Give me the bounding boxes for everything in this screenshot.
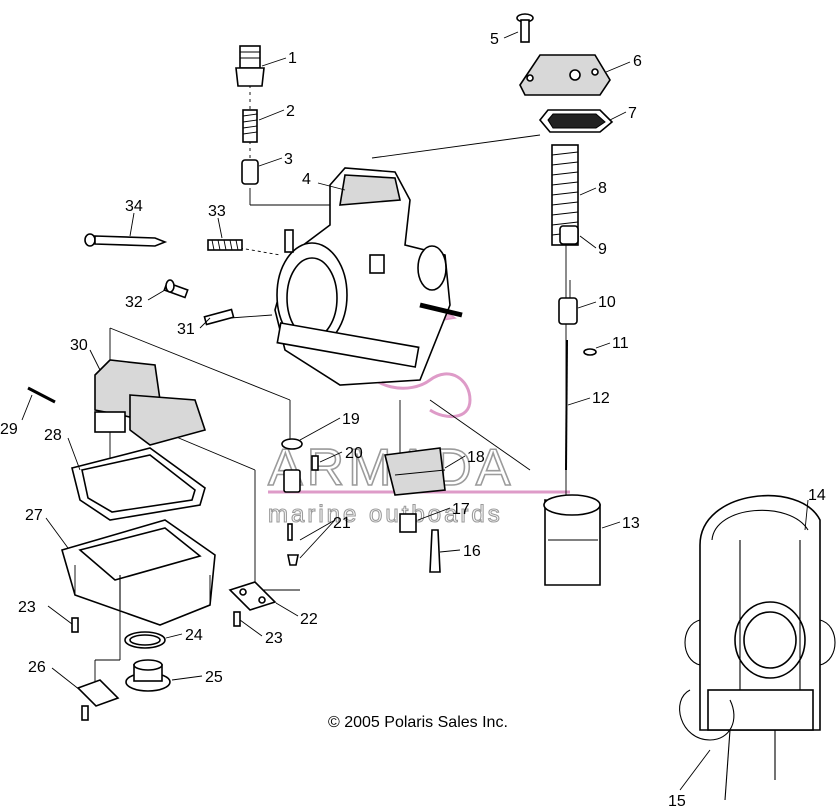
part-5-screw xyxy=(516,13,534,43)
callout-20: 20 xyxy=(345,445,363,462)
part-21-float-pin xyxy=(283,469,301,566)
part-24-o-ring xyxy=(124,631,166,649)
callout-1: 1 xyxy=(288,50,297,67)
part-2-spring xyxy=(242,109,258,143)
part-4-carburetor-body xyxy=(274,167,463,386)
callout-16: 16 xyxy=(463,543,481,560)
callout-32: 32 xyxy=(125,294,143,311)
callout-29: 29 xyxy=(0,421,18,438)
callout-13: 13 xyxy=(622,515,640,532)
callout-6: 6 xyxy=(633,53,642,70)
part-34-pilot-screw xyxy=(84,233,168,247)
part-18-float xyxy=(384,447,446,496)
callout-23-right: 23 xyxy=(265,630,283,647)
part-3-plug xyxy=(241,159,259,185)
part-12-jet-needle xyxy=(565,339,568,471)
callout-25: 25 xyxy=(205,669,223,686)
copyright-notice: © 2005 Polaris Sales Inc. xyxy=(328,714,508,731)
callout-17: 17 xyxy=(452,501,470,518)
part-23-screw-right xyxy=(233,611,241,627)
part-10-clip xyxy=(558,297,578,325)
part-25-drain-plug xyxy=(125,659,171,692)
part-29-pin xyxy=(27,386,56,404)
part-20-screw xyxy=(311,455,319,471)
callout-9: 9 xyxy=(598,241,607,258)
callout-27: 27 xyxy=(25,507,43,524)
callout-19: 19 xyxy=(342,411,360,428)
callout-21: 21 xyxy=(333,515,351,532)
callout-26: 26 xyxy=(28,659,46,676)
callout-22: 22 xyxy=(300,611,318,628)
callout-30: 30 xyxy=(70,337,88,354)
callout-7: 7 xyxy=(628,105,637,122)
callout-24: 24 xyxy=(185,627,203,644)
callout-10: 10 xyxy=(598,294,616,311)
part-33-spring xyxy=(207,239,243,251)
callout-12: 12 xyxy=(592,390,610,407)
part-7-gasket xyxy=(538,109,614,133)
part-16-main-jet xyxy=(429,529,441,573)
callout-4: 4 xyxy=(302,171,311,188)
watermark-subtitle: marine outboards xyxy=(268,501,503,528)
part-1-top-cap xyxy=(235,45,265,87)
part-28-bowl-gasket xyxy=(71,447,206,521)
callout-14: 14 xyxy=(808,487,826,504)
part-13-throttle-slide xyxy=(543,494,601,586)
callout-5: 5 xyxy=(490,31,499,48)
part-23-screw-left xyxy=(71,617,79,633)
callout-3: 3 xyxy=(284,151,293,168)
part-17-needle-jet xyxy=(399,513,417,533)
callout-15: 15 xyxy=(668,793,686,809)
callout-11: 11 xyxy=(612,335,629,352)
part-30-float-arm xyxy=(94,359,207,446)
callout-18: 18 xyxy=(467,449,485,466)
callout-8: 8 xyxy=(598,180,607,197)
part-31-screw xyxy=(203,308,235,326)
callout-2: 2 xyxy=(286,103,295,120)
part-22-bracket xyxy=(228,581,277,611)
part-27-float-bowl xyxy=(61,519,216,626)
part-32-adjuster xyxy=(163,279,189,299)
part-26-bracket xyxy=(76,679,120,721)
part-9-retainer xyxy=(559,225,579,245)
part-14-carburetor-assembly xyxy=(679,494,836,801)
part-6-cover-plate xyxy=(519,54,611,96)
callout-31: 31 xyxy=(177,321,195,338)
part-19-o-ring xyxy=(281,438,303,450)
callout-34: 34 xyxy=(125,198,143,215)
callout-labels: 1 2 3 4 5 6 7 8 9 10 11 12 13 14 15 16 1… xyxy=(0,31,826,809)
callout-28: 28 xyxy=(44,427,62,444)
callout-33: 33 xyxy=(208,203,226,220)
callout-leaders xyxy=(21,31,809,791)
callout-23-left: 23 xyxy=(18,599,36,616)
part-11-e-clip xyxy=(583,348,597,356)
